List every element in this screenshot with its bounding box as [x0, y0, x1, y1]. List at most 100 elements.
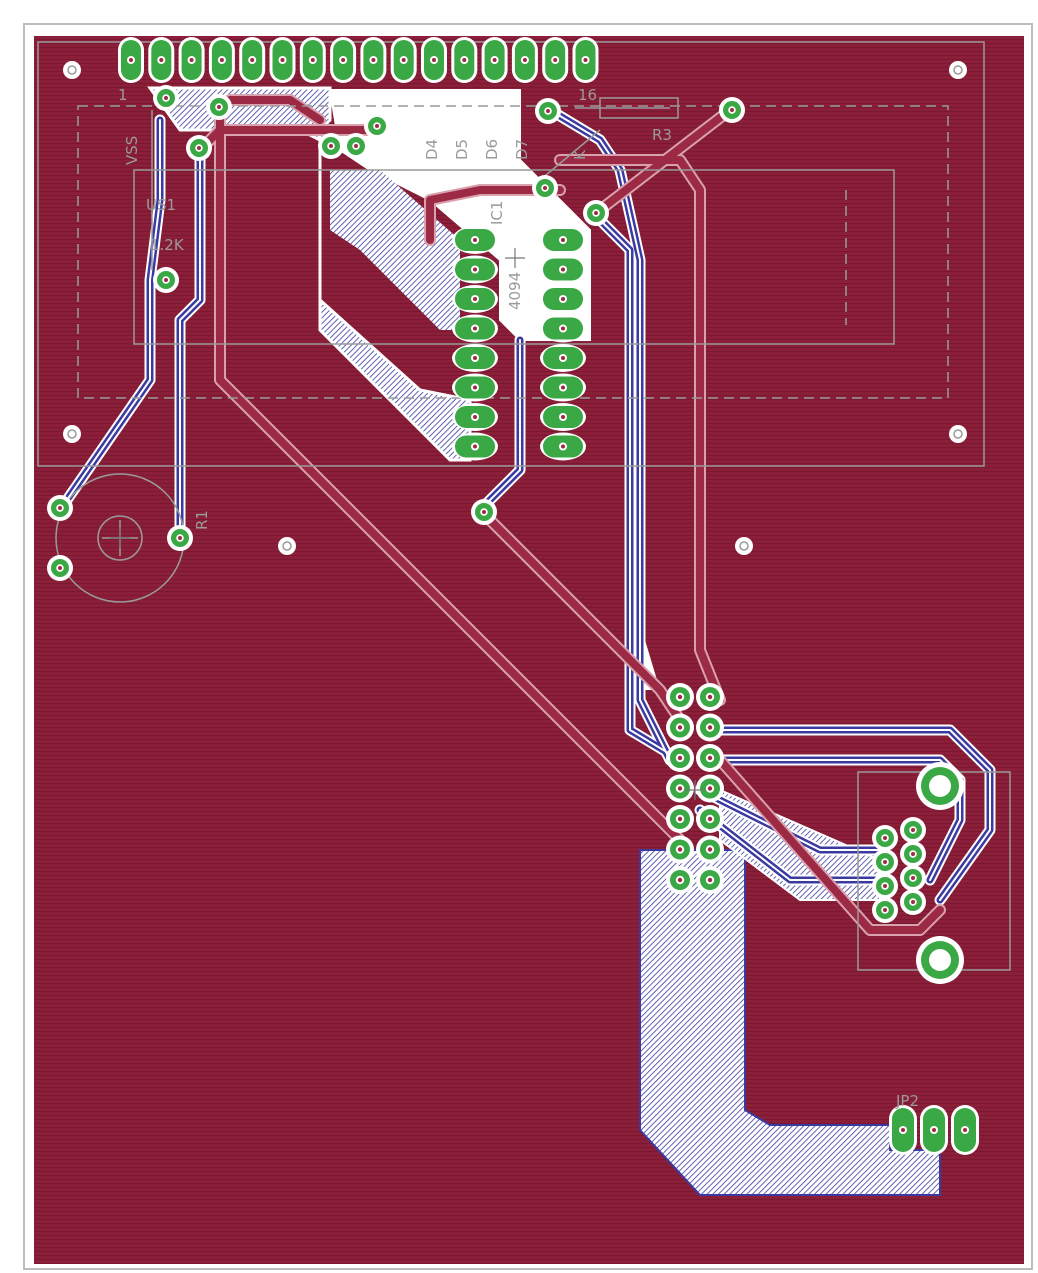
header-pad: [696, 835, 724, 864]
trimmer-pad: [47, 555, 73, 581]
via-pad: [318, 133, 344, 159]
d6-label: D6: [483, 139, 501, 160]
silk-labels: 1 16 R3 VSS D4 D5 D6 D7 K US1 1.2K IC1 4…: [118, 86, 919, 1110]
connector-pad: [900, 841, 926, 867]
ic1-value-label: 4094: [506, 272, 524, 310]
via-pad: [167, 525, 193, 551]
ic1-pad: [540, 226, 586, 254]
lcd-window-outline: [77, 105, 949, 399]
via-pad: [532, 175, 558, 201]
header-pad: [666, 805, 694, 833]
pin1-label: 1: [118, 86, 128, 104]
lcd-header-pad: [239, 37, 266, 83]
via-pad: [364, 113, 390, 139]
header-pad: [696, 805, 724, 833]
connector-pad: [900, 817, 926, 843]
vss-label: VSS: [123, 136, 141, 165]
connector-pad: [872, 849, 898, 875]
k-label: K: [571, 149, 589, 160]
r1-label: R1: [193, 510, 211, 530]
lcd-header-pad: [118, 37, 144, 83]
us1-value-label: 1.2K: [150, 236, 185, 254]
d7-label: D7: [513, 139, 531, 160]
lcd-header-pad: [511, 37, 538, 83]
lcd-header-pad: [421, 37, 447, 83]
ic1-pad: [540, 373, 586, 402]
header-pad: [696, 744, 724, 772]
jp2-pad: [889, 1105, 917, 1155]
ic1-pad: [452, 344, 498, 372]
lcd-header-pad: [269, 37, 296, 83]
component-origin-cross-icon: [110, 248, 705, 800]
ic1-pad: [540, 314, 586, 343]
pin16-label: 16: [578, 86, 597, 104]
ic1-pad: [452, 226, 498, 254]
lcd-header-pad: [178, 37, 205, 83]
jp2-label: JP2: [895, 1092, 919, 1110]
mounting-hole-icon: [63, 61, 81, 79]
ic1-pad: [452, 403, 498, 431]
lcd-display-outline: [133, 169, 895, 345]
jp2-pad: [920, 1105, 948, 1155]
lcd-header-pad: [572, 37, 599, 83]
connector-pad: [900, 889, 926, 915]
d4-label: D4: [423, 139, 441, 160]
ic1-pad: [540, 403, 586, 431]
header-pad: [696, 866, 724, 894]
header-pad: [666, 713, 694, 742]
lcd-header-pad: [390, 37, 417, 83]
via-pad: [719, 97, 745, 123]
header-pad: [666, 744, 694, 772]
bottom-copper-zone-large: [639, 849, 941, 1196]
via-pad: [471, 499, 497, 525]
ic1-pad: [452, 373, 498, 402]
connector-pad: [872, 873, 898, 899]
ic1-pad: [540, 285, 586, 313]
d5-label: D5: [453, 139, 471, 160]
ic1-label: IC1: [488, 201, 506, 225]
ic1-pad: [540, 255, 586, 284]
header-pad: [696, 713, 724, 742]
header-pad: [696, 774, 724, 803]
mounting-hole-icon: [735, 537, 753, 555]
ic1-pad: [452, 285, 498, 313]
r3-label: R3: [652, 126, 672, 144]
header-pad: [666, 866, 694, 894]
ic1-pad: [452, 255, 498, 284]
ic1-pad: [540, 432, 586, 461]
connector-pad: [872, 897, 898, 923]
via-pad: [343, 133, 369, 159]
lcd-header-pad: [451, 37, 478, 83]
via-pad: [583, 200, 609, 226]
lcd-header-pad: [330, 37, 357, 83]
via-pad: [153, 267, 179, 293]
lcd-header-pad: [360, 37, 387, 83]
mounting-hole-icon: [949, 61, 967, 79]
via-pad: [186, 135, 212, 161]
ic1-pad: [452, 432, 498, 461]
connector-mount-pad: [916, 936, 964, 984]
header-pad: [666, 683, 694, 711]
mounting-holes: [63, 61, 967, 555]
connector-mount-pad: [916, 762, 964, 810]
header-pad: [696, 683, 724, 711]
connector-pad: [900, 865, 926, 891]
ic1-pad: [452, 314, 498, 343]
pads: [47, 37, 979, 1155]
mounting-hole-icon: [278, 537, 296, 555]
lcd-header-pad: [208, 37, 235, 83]
via-pad: [47, 495, 73, 521]
bottom-copper-zone-ic-hatch: [330, 170, 460, 330]
header-pad: [666, 774, 694, 803]
bottom-copper-zone-ic: [328, 89, 591, 341]
mounting-hole-icon: [949, 425, 967, 443]
header-pad: [666, 835, 694, 864]
ic1-pad: [540, 344, 586, 372]
lcd-header-pad: [148, 37, 175, 83]
via-pad: [535, 98, 561, 124]
top-traces: [194, 94, 946, 936]
lcd-module-outline: [37, 41, 985, 467]
lcd-header-pad: [299, 37, 326, 83]
via-pad: [206, 94, 232, 120]
